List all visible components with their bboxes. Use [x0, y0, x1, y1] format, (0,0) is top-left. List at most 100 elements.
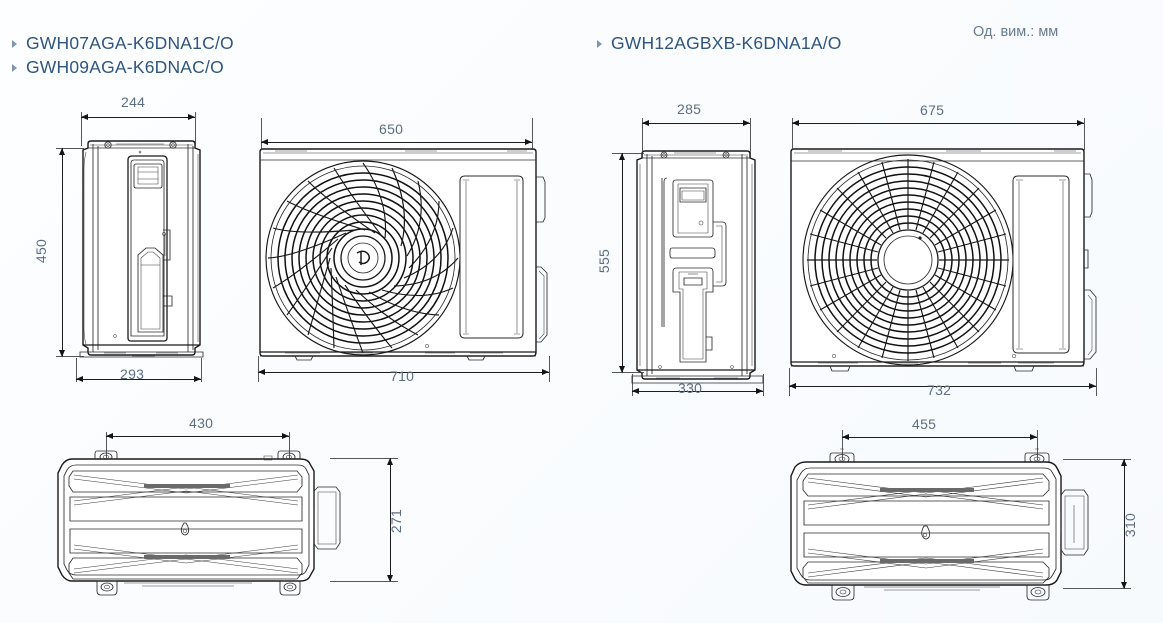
model-name: GWH09AGA-K6DNAC/O — [26, 57, 224, 77]
extension-line — [81, 112, 82, 146]
arrow-head-icon — [792, 120, 799, 126]
list-item[interactable]: GWH07AGA-K6DNA1C/O — [12, 33, 234, 54]
bullet-triangle-icon — [12, 63, 17, 72]
extension-line — [1096, 368, 1097, 396]
arrow-head-icon — [619, 366, 625, 373]
dimension-line — [789, 386, 1096, 387]
arrow-head-icon — [76, 376, 83, 382]
arrow-head-icon — [1077, 120, 1084, 126]
dimension-330: 330 — [678, 380, 703, 396]
arrow-head-icon — [261, 139, 268, 145]
right-front-view — [786, 140, 1116, 390]
arrow-head-icon — [1089, 383, 1096, 389]
arrow-head-icon — [789, 383, 796, 389]
arrow-head-icon — [387, 575, 393, 582]
dimension-675: 675 — [920, 102, 945, 118]
left-top-view — [52, 445, 372, 605]
dimension-line — [76, 379, 201, 380]
extension-line — [532, 118, 533, 150]
gree-logo-icon — [356, 250, 371, 265]
bullet-triangle-icon — [12, 39, 17, 48]
arrow-head-icon — [542, 369, 549, 375]
dimension-line — [390, 458, 391, 581]
arrow-head-icon — [619, 153, 625, 160]
dimension-450: 450 — [33, 238, 50, 264]
extension-line — [763, 374, 764, 396]
bullet-triangle-icon — [597, 39, 602, 48]
extension-line — [56, 148, 84, 149]
list-item[interactable]: GWH09AGA-K6DNAC/O — [12, 57, 234, 78]
extension-line — [330, 458, 398, 459]
arrow-head-icon — [1030, 434, 1037, 440]
dimension-line — [632, 391, 763, 392]
dimension-271: 271 — [388, 508, 405, 534]
arrow-head-icon — [632, 388, 639, 394]
dimension-244: 244 — [121, 94, 146, 110]
left-model-list: GWH07AGA-K6DNA1C/O GWH09AGA-K6DNAC/O — [12, 33, 234, 78]
dimension-285: 285 — [677, 101, 702, 117]
right-top-view — [784, 445, 1114, 610]
dimension-293: 293 — [120, 366, 145, 382]
extension-line — [632, 374, 633, 396]
model-name: GWH12AGBXB-K6DNA1A/O — [611, 33, 842, 53]
arrow-head-icon — [642, 120, 649, 126]
arrow-head-icon — [59, 350, 65, 357]
dimension-455: 455 — [912, 416, 937, 432]
extension-line — [549, 356, 550, 382]
extension-line — [842, 430, 843, 460]
arrow-head-icon — [387, 458, 393, 465]
extension-line — [789, 368, 790, 396]
arrow-head-icon — [1121, 582, 1127, 589]
dimension-line — [258, 372, 549, 373]
right-side-view — [622, 122, 782, 397]
left-side-view — [60, 100, 250, 390]
extension-line — [106, 432, 107, 460]
arrow-head-icon — [1121, 459, 1127, 466]
model-name: GWH07AGA-K6DNA1C/O — [26, 33, 234, 53]
arrow-head-icon — [188, 114, 195, 120]
arrow-head-icon — [842, 434, 849, 440]
extension-line — [1063, 588, 1131, 589]
dimension-line — [261, 142, 532, 143]
extension-line — [1063, 459, 1131, 460]
arrow-head-icon — [756, 388, 763, 394]
extension-line — [612, 372, 644, 373]
extension-line — [289, 432, 290, 460]
arrow-head-icon — [258, 369, 265, 375]
extension-line — [1037, 430, 1038, 460]
dimension-430: 430 — [189, 415, 214, 431]
left-front-view — [255, 140, 565, 380]
right-model-list: GWH12AGBXB-K6DNA1A/O — [597, 33, 842, 54]
extension-line — [750, 118, 751, 158]
dimension-line — [81, 117, 195, 118]
extension-line — [261, 118, 262, 150]
arrow-head-icon — [282, 433, 289, 439]
dimension-line — [642, 123, 750, 124]
arrow-head-icon — [81, 114, 88, 120]
dimension-line — [106, 436, 289, 437]
arrow-head-icon — [59, 148, 65, 155]
arrow-head-icon — [743, 120, 750, 126]
arrow-head-icon — [194, 376, 201, 382]
dimension-310: 310 — [1122, 512, 1139, 538]
dimension-line — [62, 148, 63, 356]
dimension-line — [1124, 459, 1125, 588]
extension-line — [56, 356, 84, 357]
dimension-732: 732 — [927, 382, 952, 398]
dimension-710: 710 — [390, 368, 415, 384]
list-item[interactable]: GWH12AGBXB-K6DNA1A/O — [597, 33, 842, 54]
extension-line — [1084, 118, 1085, 150]
extension-line — [792, 118, 793, 150]
extension-line — [612, 153, 644, 154]
dimension-650: 650 — [379, 121, 404, 137]
extension-line — [330, 581, 398, 582]
extension-line — [642, 118, 643, 158]
extension-line — [195, 112, 196, 146]
unit-of-measure-note: Од. вим.: мм — [973, 24, 1059, 40]
arrow-head-icon — [106, 433, 113, 439]
extension-line — [76, 358, 77, 382]
dimension-line — [792, 123, 1084, 124]
arrow-head-icon — [525, 139, 532, 145]
dimension-line — [842, 437, 1037, 438]
